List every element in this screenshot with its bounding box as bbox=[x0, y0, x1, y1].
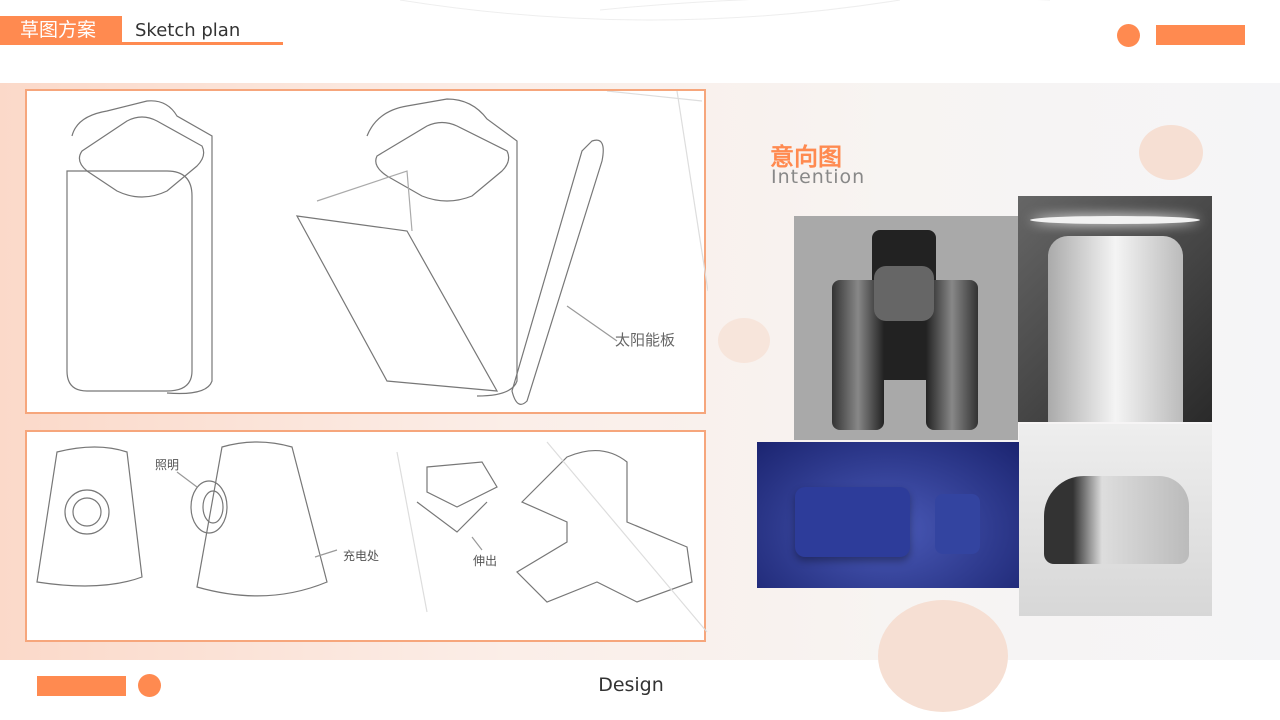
product-sketch-drawing bbox=[66, 91, 708, 405]
intention-title-cn: 意向图 bbox=[770, 143, 842, 171]
title-underline bbox=[122, 42, 283, 45]
sketch-panel-top: 太阳能板 bbox=[25, 89, 708, 414]
intention-image-air-purifier bbox=[1018, 196, 1212, 422]
section-title-en: Sketch plan bbox=[135, 20, 241, 41]
decorative-arcs bbox=[399, 0, 1050, 21]
decorative-dot bbox=[1117, 24, 1140, 47]
label-solar-panel: 太阳能板 bbox=[615, 331, 676, 349]
footer-label: Design bbox=[598, 674, 664, 696]
decorative-dot bbox=[138, 674, 161, 697]
decorative-circle bbox=[878, 600, 1008, 712]
decorative-circle bbox=[718, 318, 770, 363]
decorative-circle bbox=[1139, 125, 1203, 180]
decorative-bar bbox=[37, 676, 126, 696]
section-title-cn: 草图方案 bbox=[0, 16, 122, 45]
intention-image-modular-device bbox=[794, 216, 1018, 440]
intention-image-triangle-speaker bbox=[1019, 424, 1212, 616]
sketch-panel-bottom: 照明 充电处 伸出 bbox=[25, 430, 708, 642]
label-charging: 充电处 bbox=[343, 549, 380, 563]
label-lighting: 照明 bbox=[155, 458, 180, 472]
label-extend: 伸出 bbox=[473, 554, 498, 568]
decorative-bar bbox=[1156, 25, 1245, 45]
intention-image-blue-speakers bbox=[757, 442, 1019, 588]
intention-title-en: Intention bbox=[771, 166, 866, 188]
product-sketch-drawing bbox=[36, 441, 708, 633]
